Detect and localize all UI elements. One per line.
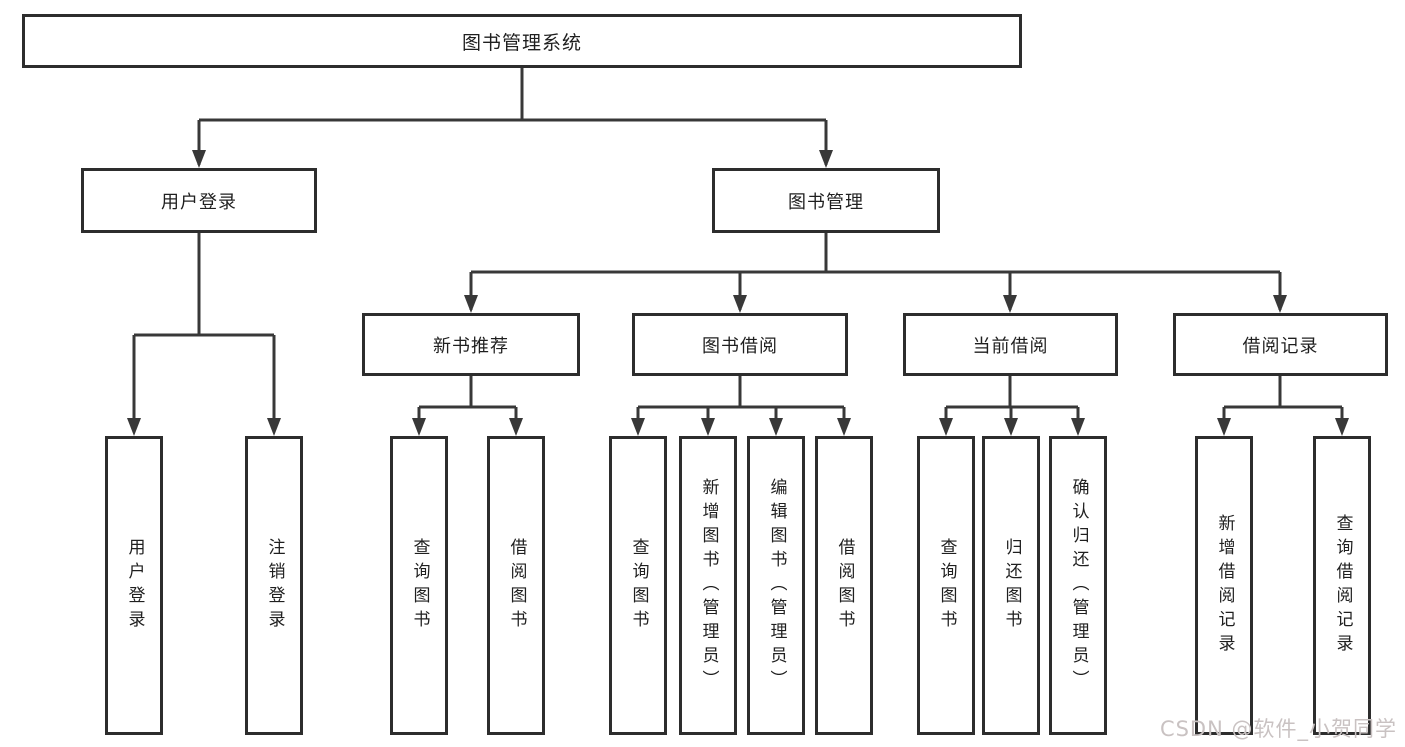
leaf-user-login: 用户登录 (105, 436, 163, 735)
leaf-add-books-admin-label: 新增图书（管理员） (698, 477, 719, 694)
node-new-book-recommend-label: 新书推荐 (433, 335, 509, 357)
leaf-edit-books-admin-label: 编辑图书（管理员） (766, 477, 787, 694)
leaf-query-borrow-record: 查询借阅记录 (1313, 436, 1371, 735)
leaf-borrow-books-label: 借阅图书 (834, 537, 855, 634)
leaf-logout-login-label: 注销登录 (264, 537, 285, 634)
connector-book-mgmt-to-level2 (464, 233, 1287, 313)
connector-new-book-rec-to-leaves (412, 376, 523, 436)
node-borrowing-records: 借阅记录 (1173, 313, 1388, 376)
leaf-borrowing-query-books-label: 查询图书 (628, 537, 649, 634)
node-borrowing-records-label: 借阅记录 (1242, 335, 1319, 357)
connector-book-borrow-to-leaves (631, 376, 851, 436)
node-root-system-label: 图书管理系统 (461, 31, 582, 54)
connector-root-to-level1 (192, 68, 833, 168)
node-book-management: 图书管理 (712, 168, 940, 233)
node-new-book-recommend: 新书推荐 (362, 313, 580, 376)
leaf-confirm-return-admin: 确认归还（管理员） (1049, 436, 1107, 735)
node-book-management-label: 图书管理 (788, 191, 864, 213)
leaf-add-books-admin: 新增图书（管理员） (679, 436, 737, 735)
leaf-recommend-query-books: 查询图书 (390, 436, 448, 735)
node-user-login: 用户登录 (81, 168, 317, 233)
node-root-system: 图书管理系统 (22, 14, 1022, 68)
csdn-watermark: CSDN @软件_小贺同学 (1159, 717, 1397, 741)
node-book-borrowing-label: 图书借阅 (702, 335, 778, 357)
leaf-borrow-books: 借阅图书 (815, 436, 873, 735)
leaf-add-borrow-record-label: 新增借阅记录 (1214, 513, 1235, 658)
connector-current-borrow-to-leaves (939, 376, 1085, 436)
leaf-confirm-return-admin-label: 确认归还（管理员） (1068, 477, 1089, 694)
leaf-recommend-query-books-label: 查询图书 (409, 537, 430, 634)
leaf-return-books-label: 归还图书 (1001, 537, 1022, 634)
leaf-return-books: 归还图书 (982, 436, 1040, 735)
connector-user-login-to-leaves (127, 233, 281, 436)
node-current-borrowing-label: 当前借阅 (972, 335, 1049, 357)
leaf-query-borrow-record-label: 查询借阅记录 (1332, 513, 1353, 658)
leaf-borrowing-query-books: 查询图书 (609, 436, 667, 735)
leaf-recommend-borrow-books: 借阅图书 (487, 436, 545, 735)
node-book-borrowing: 图书借阅 (632, 313, 848, 376)
leaf-recommend-borrow-books-label: 借阅图书 (506, 537, 527, 634)
node-current-borrowing: 当前借阅 (903, 313, 1118, 376)
leaf-logout-login: 注销登录 (245, 436, 303, 735)
leaf-current-query-books-label: 查询图书 (936, 537, 957, 634)
leaf-current-query-books: 查询图书 (917, 436, 975, 735)
connector-borrow-record-to-leaves (1217, 376, 1349, 436)
leaf-edit-books-admin: 编辑图书（管理员） (747, 436, 805, 735)
node-user-login-label: 用户登录 (161, 191, 237, 213)
leaf-user-login-label: 用户登录 (124, 537, 145, 634)
leaf-add-borrow-record: 新增借阅记录 (1195, 436, 1253, 735)
